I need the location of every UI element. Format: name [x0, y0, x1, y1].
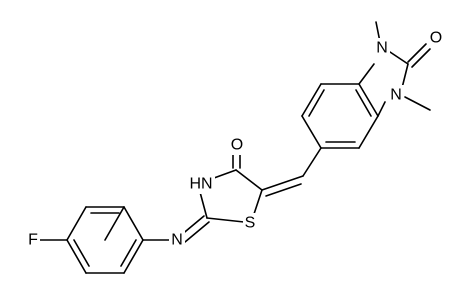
bond-vinyl-aryl: [302, 147, 322, 177]
bond: [104, 206, 125, 241]
atom-label-background: [428, 28, 444, 48]
bond: [123, 206, 144, 241]
bond: [235, 169, 263, 191]
atom-label-background: [169, 230, 185, 250]
atom-label-background: [388, 85, 404, 105]
atom-label-background: [374, 38, 390, 58]
bond: [253, 189, 263, 215]
bond-exocyclic-double: [265, 183, 302, 197]
bond-double-inner: [355, 89, 372, 117]
bond: [206, 217, 245, 223]
bond: [123, 239, 144, 274]
ring-sulfur-label: S: [245, 215, 256, 232]
fluorophenyl-ring: [66, 206, 144, 274]
bond: [66, 206, 87, 241]
bond-exocyclic-double: [261, 175, 304, 191]
bond-double-inner: [308, 89, 325, 117]
bond-urea-carbonyl: [411, 48, 431, 68]
bond: [377, 101, 386, 117]
benzimidazole-n1-label: N: [376, 40, 388, 57]
bond: [301, 115, 322, 149]
imine-nitrogen-label: N: [171, 232, 183, 249]
bond-n-methyl-right: [404, 96, 431, 111]
atom-label-background: [187, 174, 215, 194]
atom-label-background: [26, 230, 40, 250]
imidazolone-ring: [358, 51, 409, 117]
bond-urea-carbonyl: [407, 43, 427, 63]
atom-label-background: [243, 213, 257, 233]
bond-double-inner: [120, 239, 137, 267]
bond-imine-double: [184, 221, 210, 243]
bond-double-inner: [73, 239, 90, 267]
bond: [199, 191, 208, 219]
atom-label-background: [229, 135, 245, 155]
bond: [358, 115, 379, 149]
bond: [358, 83, 379, 117]
atom-labels: F N HN S O N N O: [26, 28, 444, 250]
bond: [213, 169, 237, 179]
bond: [358, 63, 375, 85]
fluorine-atom-label: F: [28, 232, 38, 249]
thiazolidinone-ring: [199, 169, 263, 223]
bond: [389, 51, 409, 65]
thiazolidinone-oxygen-label: O: [231, 137, 243, 154]
bond: [66, 239, 87, 274]
ring-nh-label: HN: [189, 176, 212, 193]
bond: [401, 63, 409, 89]
bond: [301, 83, 322, 117]
benzimidazole-n3-label: N: [390, 87, 402, 104]
urea-oxygen-label: O: [430, 30, 442, 47]
benzimidazolone-benzene-ring: [301, 83, 379, 149]
